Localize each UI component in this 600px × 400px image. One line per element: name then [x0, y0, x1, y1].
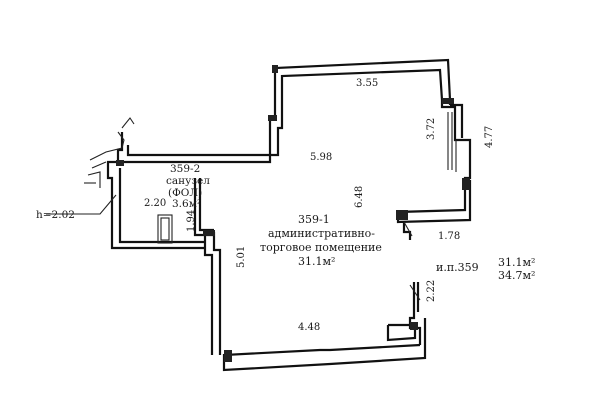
room-359-1-area: 31.1м²: [298, 255, 335, 268]
dim-wc-height: 1.94: [186, 210, 197, 232]
room-359-2-name: санузел: [166, 175, 210, 187]
room-359-2-number: 359-2: [170, 163, 200, 175]
dim-inner-vertical: 6.48: [354, 186, 365, 208]
dim-right-upper: 3.72: [426, 118, 437, 140]
dim-left-lower: 5.01: [236, 246, 247, 268]
summary-label: и.п.359: [436, 261, 479, 274]
room-359-1-line1: административно-: [268, 227, 375, 240]
dim-bottom: 4.48: [298, 322, 320, 333]
room-359-1-number: 359-1: [298, 213, 330, 226]
dim-top: 3.55: [356, 78, 378, 89]
summary-area-2: 34.7м²: [498, 269, 535, 282]
wall-hatches: [116, 65, 470, 362]
dim-right-outer: 4.77: [484, 126, 495, 148]
left-entrance: [84, 117, 135, 188]
outer-walls: [106, 58, 472, 372]
height-leader: [46, 194, 117, 215]
dim-wc-width: 2.20: [144, 198, 166, 209]
dim-right-lower: 2.22: [426, 280, 437, 302]
summary-area-1: 31.1м²: [498, 256, 535, 269]
room-359-1-line2: торговое помещение: [260, 241, 382, 254]
dim-inner-top: 5.98: [310, 152, 332, 163]
room-359-2-note: (ФОЛ): [168, 187, 202, 199]
height-mark: h=2.02: [36, 209, 75, 221]
door-symbols: [157, 214, 421, 301]
room-359-2-area: 3.6м²: [172, 198, 201, 210]
dim-notch-right: 1.78: [438, 231, 460, 242]
